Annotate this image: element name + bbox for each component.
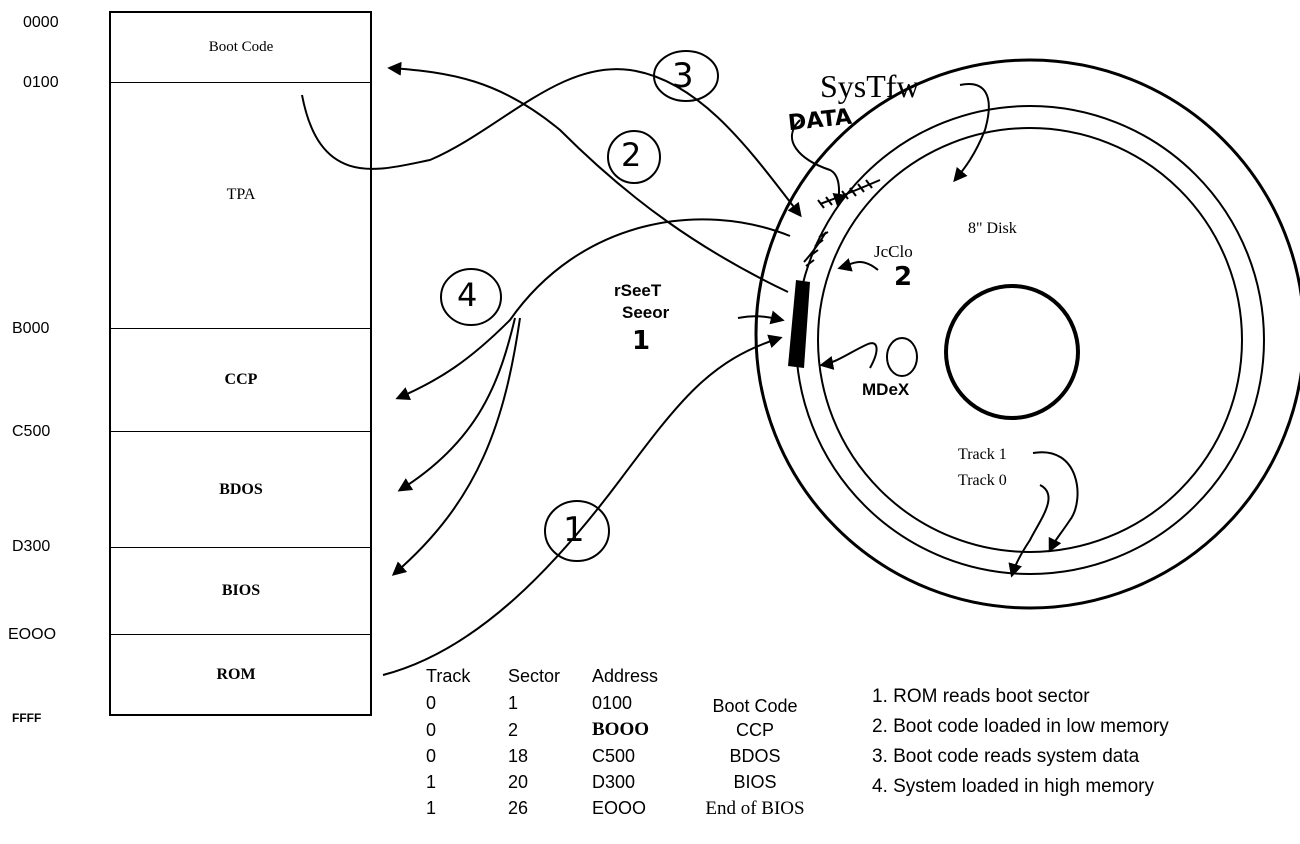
address-eooo: EOOO <box>8 626 57 643</box>
divider-c500 <box>109 431 372 432</box>
table-cell-track: 1 <box>426 772 437 792</box>
table-cell-content: CCP <box>735 720 774 740</box>
region-bios: BIOS <box>221 582 261 599</box>
arrow-sector-2-label <box>837 258 879 272</box>
table-cell-sector: 20 <box>508 772 529 792</box>
table-cell-sector: 1 <box>508 693 519 713</box>
arrow-track-1 <box>1032 451 1079 553</box>
arrow-index-label <box>819 342 878 370</box>
table-cell-address: D300 <box>592 772 636 792</box>
arrow-system-to-ccp <box>395 218 791 401</box>
table-cell-address: BOOO <box>592 719 650 740</box>
address-0100: 0100 <box>23 74 59 91</box>
step-1-number: 1 <box>563 510 585 550</box>
arrows <box>301 61 1079 676</box>
track-1-ring <box>795 105 1265 575</box>
step-4-number: 4 <box>457 276 478 314</box>
index-label: MDeX <box>862 380 910 399</box>
address-b000: B000 <box>12 320 50 337</box>
sector-1-label-line1: rSeeT <box>614 281 662 300</box>
address-0000: 0000 <box>23 14 59 31</box>
arrow-sector-1-label <box>737 310 785 325</box>
sector-2-number: 2 <box>894 262 913 292</box>
table-cell-address: C500 <box>592 746 636 766</box>
step-3-number: 3 <box>672 56 694 96</box>
boot-sector-block <box>788 280 810 368</box>
arrow-track-0 <box>1008 484 1050 578</box>
system-data-ticks <box>803 179 881 267</box>
step-2-number: 2 <box>621 136 642 174</box>
table-header-track: Track <box>426 666 471 686</box>
table-cell-content: BIOS <box>733 772 777 792</box>
divider-eooo <box>109 634 372 635</box>
table-cell-content: BDOS <box>729 746 781 766</box>
address-d300: D300 <box>12 538 51 555</box>
region-ccp: CCP <box>224 371 258 388</box>
arrow-rom-to-boot-sector <box>382 334 783 676</box>
sector-1-label-line2: Seeor <box>622 303 670 322</box>
step-4-circle <box>440 268 502 326</box>
step-2-circle <box>607 130 661 184</box>
index-hole <box>886 337 918 377</box>
disk-label: 8" Disk <box>968 220 1017 237</box>
disk-hub <box>944 284 1080 420</box>
note-step-4: 4. System loaded in high memory <box>872 776 1154 797</box>
disk-outer-edge <box>754 58 1300 610</box>
step-1-circle <box>544 500 610 562</box>
region-bdos: BDOS <box>219 480 263 498</box>
table-cell-sector: 2 <box>508 720 519 740</box>
divider-d300 <box>109 547 372 548</box>
arrow-data-label <box>790 119 847 208</box>
table-cell-track: 0 <box>426 746 437 766</box>
table-cell-content: Boot Code <box>712 696 798 716</box>
table-cell-content: End of BIOS <box>705 798 805 819</box>
arrow-system-to-bios <box>391 317 521 576</box>
system-label: SysTfw <box>820 68 920 104</box>
note-step-1: 1. ROM reads boot sector <box>872 686 1090 707</box>
note-step-3: 3. Boot code reads system data <box>872 746 1140 767</box>
track-0-label: Track 0 <box>958 472 1007 489</box>
table-cell-track: 1 <box>426 798 437 818</box>
arrow-system-to-bdos <box>397 317 516 492</box>
table-header-sector: Sector <box>508 666 561 686</box>
table-cell-address: EOOO <box>592 798 647 818</box>
note-step-2: 2. Boot code loaded in low memory <box>872 716 1169 737</box>
region-tpa: TPA <box>226 186 256 203</box>
track-1-label: Track 1 <box>958 446 1007 463</box>
sector-2-label: JcClo <box>874 242 913 261</box>
table-header-address: Address <box>592 666 659 686</box>
table-cell-address: 0100 <box>592 693 633 713</box>
arrow-bootcode-to-system-data <box>301 68 802 218</box>
address-c500: C500 <box>12 423 51 440</box>
memory-map-box <box>109 11 372 716</box>
region-rom: ROM <box>216 666 256 683</box>
sector-1-number: 1 <box>632 326 651 356</box>
region-boot-code: Boot Code <box>208 38 274 55</box>
step-circles <box>440 50 719 562</box>
divider-0100 <box>109 82 372 83</box>
track-0-ring <box>817 127 1243 553</box>
table-cell-track: 0 <box>426 693 437 713</box>
table-cell-track: 0 <box>426 720 437 740</box>
arrow-boot-sector-to-boot-code <box>387 61 789 293</box>
arrow-system-label <box>953 83 990 183</box>
disk <box>754 58 1300 610</box>
address-ffff: FFFF <box>12 711 42 725</box>
table-cell-sector: 18 <box>508 746 529 766</box>
divider-b000 <box>109 328 372 329</box>
table-cell-sector: 26 <box>508 798 529 818</box>
